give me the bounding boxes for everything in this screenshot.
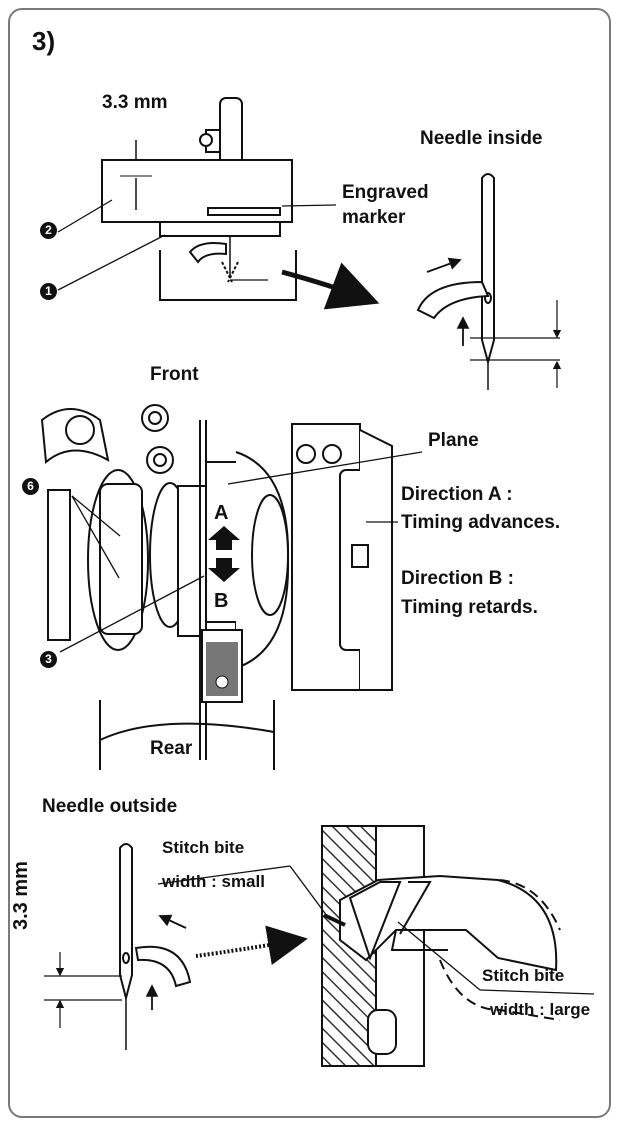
hook-point-detail <box>321 825 561 1067</box>
callout-2: 2 <box>40 222 57 239</box>
needle-inside-label: Needle inside <box>420 128 543 149</box>
rear-label: Rear <box>150 738 193 759</box>
motion-arrow-right <box>426 257 462 273</box>
dimension-label-vertical: 3.3 mm <box>10 861 32 930</box>
motion-arrow-left <box>158 914 187 929</box>
engraved-marker-label-2: marker <box>342 207 406 228</box>
callout-leaders-bottom <box>157 865 595 995</box>
plane-label: Plane <box>428 430 479 451</box>
needle-bar-assembly <box>101 97 297 301</box>
direction-arrows <box>208 526 240 582</box>
callout-3: 3 <box>40 651 57 668</box>
arrow-a-tag: A <box>214 502 229 524</box>
callout-6: 6 <box>22 478 39 495</box>
bite-small-label-1: Stitch bite <box>162 838 245 857</box>
bite-large-label-1: Stitch bite <box>482 966 565 985</box>
step-number: 3) <box>32 26 56 56</box>
bite-large-label-2: width : large <box>490 1000 591 1019</box>
zoom-arrow-top <box>281 262 380 310</box>
dimension-label-top: 3.3 mm <box>102 92 168 113</box>
front-label: Front <box>150 364 199 385</box>
direction-b-label: Direction B : <box>401 568 514 589</box>
direction-a-label: Direction A : <box>401 484 513 505</box>
engraved-marker-label-1: Engraved <box>342 182 429 203</box>
bite-small-label-2: width : small <box>162 872 265 891</box>
hook-mechanism <box>40 404 393 770</box>
zoom-arrow-bottom <box>195 925 308 965</box>
needle-inside-detail <box>416 173 562 390</box>
needle-outside-label: Needle outside <box>42 796 178 817</box>
direction-b-text: Timing retards. <box>401 597 538 618</box>
arrow-b-tag: B <box>214 590 229 612</box>
callout-leaders-middle <box>59 451 423 653</box>
callout-1: 1 <box>40 283 57 300</box>
needle-plate-texture <box>206 642 238 696</box>
direction-a-text: Timing advances. <box>401 512 561 533</box>
callout-leaders-top <box>57 199 337 291</box>
needle-outside-detail <box>44 843 192 1050</box>
